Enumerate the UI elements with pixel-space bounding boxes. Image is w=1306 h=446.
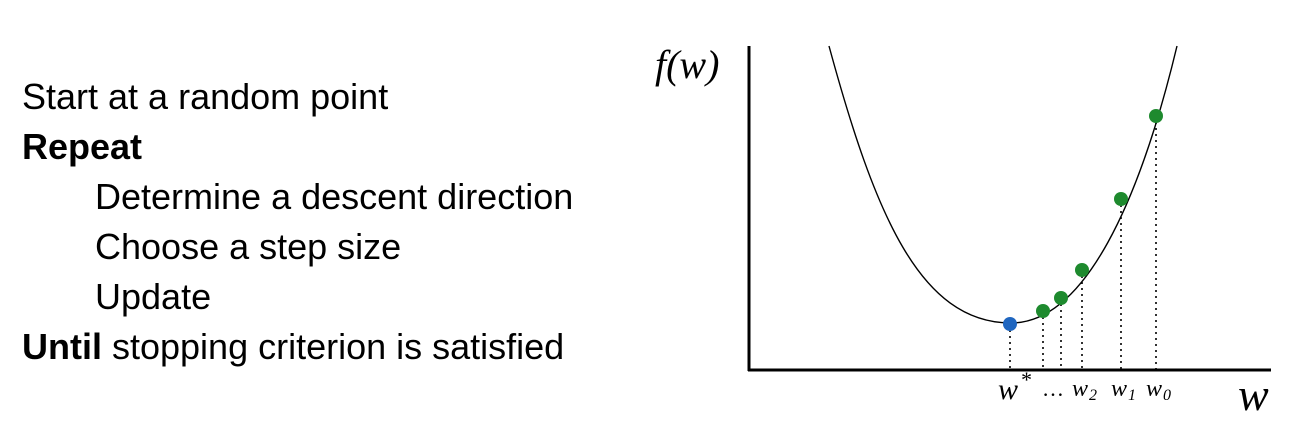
algo-line-repeat: Repeat: [22, 122, 573, 172]
algo-line-direction: Determine a descent direction: [22, 172, 573, 222]
loss-curve: [828, 45, 1178, 324]
algo-update-text: Update: [95, 276, 212, 317]
tick-w1-base: w: [1111, 376, 1127, 402]
algo-line-start: Start at a random point: [22, 72, 573, 122]
tick-label-w-star: w *: [998, 367, 1031, 406]
drop-lines: [1009, 116, 1157, 370]
tick-w-star-base: w: [998, 373, 1018, 406]
x-axis-label: w: [1238, 369, 1269, 420]
algo-line-until: Until stopping criterion is satisfied: [22, 322, 573, 372]
algo-until-text: stopping criterion is satisfied: [101, 326, 565, 367]
algo-direction-text: Determine a descent direction: [95, 176, 574, 217]
tick-w1-sub: 1: [1128, 387, 1136, 404]
minimum-point: [1003, 317, 1017, 331]
algo-step-size-text: Choose a step size: [95, 226, 402, 267]
tick-w0-base: w: [1146, 376, 1162, 402]
tick-ellipsis: …: [1042, 376, 1064, 401]
iterate-point-4: [1036, 304, 1050, 318]
tick-labels: w * … w 2 w 1 w 0: [998, 367, 1171, 406]
tick-w-star-sup: *: [1020, 367, 1031, 392]
tick-w2-sub: 2: [1089, 387, 1097, 404]
tick-w0-sub: 0: [1163, 387, 1171, 404]
algo-until-keyword: Until: [22, 326, 102, 367]
tick-label-w2: w 2: [1072, 376, 1097, 404]
tick-w2-base: w: [1072, 376, 1088, 402]
algorithm-pseudocode: Start at a random point Repeat Determine…: [22, 72, 573, 372]
tick-label-w1: w 1: [1111, 376, 1136, 404]
algo-start-text: Start at a random point: [22, 76, 389, 117]
algo-repeat-keyword: Repeat: [22, 126, 143, 167]
iterate-point-w0: [1149, 109, 1163, 123]
iterate-point-w2: [1075, 263, 1089, 277]
iterate-point-w1: [1114, 192, 1128, 206]
iterate-points: [1036, 109, 1163, 318]
tick-label-w0: w 0: [1146, 376, 1171, 404]
algo-line-step-size: Choose a step size: [22, 222, 573, 272]
iterate-point-3: [1054, 291, 1068, 305]
algo-line-update: Update: [22, 272, 573, 322]
y-axis-label: f(w): [655, 42, 719, 87]
